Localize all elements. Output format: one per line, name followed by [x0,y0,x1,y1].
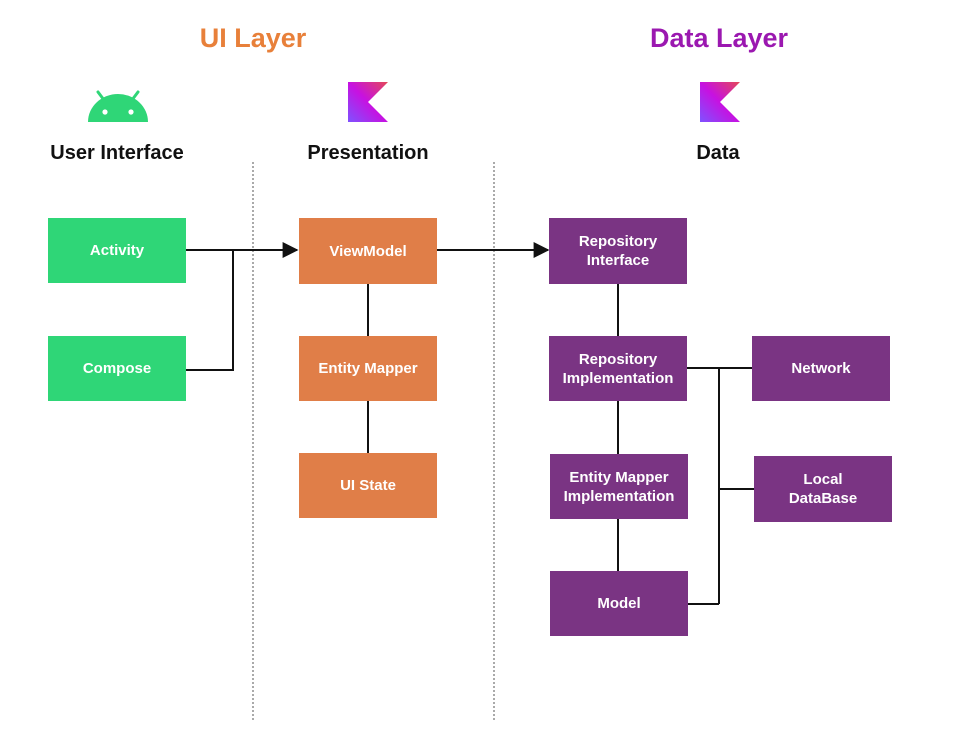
column-title-presentation: Presentation [307,142,429,164]
column-title-data: Data [696,142,740,164]
ui-state-node: UI State [299,453,437,518]
entity-mapper-node: Entity Mapper [299,336,437,401]
data-layer-title: Data Layer [649,23,789,53]
column-title-user-interface: User Interface [50,142,184,164]
activity-node: Activity [48,218,186,283]
repository-interface-node: Repository Interface [549,218,687,284]
ui-layer-title: UI Layer [199,23,307,53]
kotlin-icon [700,82,740,122]
network-node: Network [752,336,890,401]
line-compose-join [186,250,234,371]
model-node: Model [550,571,688,636]
viewmodel-node: ViewModel [299,218,437,284]
local-database-node: Local DataBase [754,456,892,522]
kotlin-icon [348,82,388,122]
entity-mapper-implementation-node: Entity Mapper Implementation [550,454,688,519]
compose-node: Compose [48,336,186,401]
repository-implementation-node: Repository Implementation [549,336,687,401]
android-icon [88,90,148,122]
